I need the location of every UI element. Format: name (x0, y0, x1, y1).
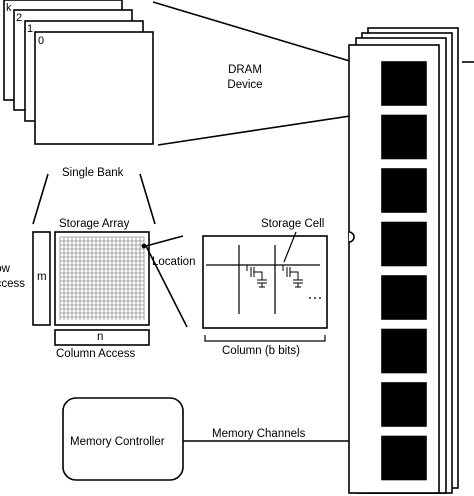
cell-transistor-2 (275, 264, 303, 288)
zoom-line-bottom (145, 245, 188, 328)
location-label: Location (152, 256, 196, 268)
bank-0 (34, 31, 154, 145)
cell-transistor-1 (239, 264, 267, 288)
zoom-line-top (145, 235, 184, 247)
array-grid (59, 236, 145, 320)
bank-to-dram-line-bottom (157, 110, 384, 146)
dram-module (348, 27, 474, 494)
column-bracket (204, 335, 326, 342)
bank-to-array-line-left (32, 173, 49, 225)
bank-label-0: 0 (38, 35, 45, 47)
row-decoder-box (32, 231, 51, 326)
n-label: n (97, 331, 104, 343)
dram-chip (381, 435, 427, 481)
dram-chip (381, 61, 427, 106)
dram-device-label-line2: Device (227, 79, 263, 91)
row-access-label-line2: Access (0, 278, 25, 290)
dram-chip (381, 168, 427, 213)
bank-label-k: k (6, 2, 12, 14)
dram-chip (381, 328, 427, 374)
location-dot (141, 243, 147, 249)
storage-array (54, 231, 150, 326)
storage-array-group (32, 231, 150, 346)
storage-cell-panel (202, 231, 328, 329)
bank-to-array-line-right (139, 173, 156, 225)
single-bank-label: Single Bank (62, 167, 124, 179)
bank-to-dram-line-top (152, 1, 384, 72)
dram-chip (381, 221, 427, 267)
bank-label-1: 1 (27, 23, 34, 35)
row-access-label-line1: Row (0, 263, 10, 275)
storage-array-label: Storage Array (59, 218, 130, 230)
bank-stack (3, 0, 154, 145)
storage-cell-pointer (283, 231, 297, 263)
column-access-label: Column Access (56, 348, 136, 360)
m-label: m (37, 271, 47, 283)
storage-cell-label: Storage Cell (261, 218, 325, 230)
memory-controller-label: Memory Controller (70, 436, 165, 448)
cell-panel-box (202, 235, 328, 329)
column-label: Column (b bits) (222, 345, 300, 357)
column-decoder-box (54, 329, 150, 346)
dram-chip (381, 275, 427, 320)
memory-channels-label: Memory Channels (212, 428, 306, 440)
bank-label-2: 2 (16, 12, 23, 24)
dimm-notch (348, 231, 355, 243)
dram-chip (381, 114, 427, 160)
dram-device-label-line1: DRAM (228, 64, 262, 76)
dram-chip (381, 382, 427, 427)
memory-controller-box (62, 397, 184, 481)
dram-chips (381, 61, 427, 481)
